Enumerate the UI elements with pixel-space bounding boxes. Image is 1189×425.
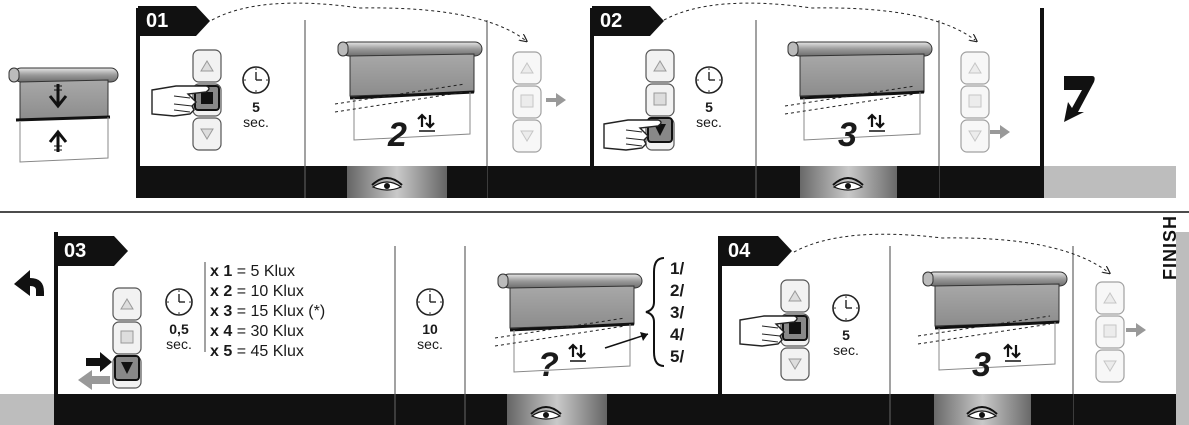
result-item: 4/ (670, 324, 684, 346)
step-03-panel (54, 232, 718, 425)
step-01-count: 2 (388, 118, 407, 152)
step-number-04: 04 (728, 241, 750, 261)
step-02-count: 3 (838, 118, 857, 152)
klux-options-list: x 1 = 5 Klux x 2 = 10 Klux x 3 = 15 Klux… (210, 262, 325, 362)
step-02-panel (590, 3, 1176, 198)
timer-value: 5 (236, 100, 276, 115)
step-number-03: 03 (64, 241, 86, 261)
timer-unit: sec. (166, 336, 192, 352)
timer-value: 5 (689, 100, 729, 115)
timer-unit: sec. (417, 336, 443, 352)
finish-label: FINISH (1160, 220, 1180, 280)
timer-unit: sec. (243, 114, 269, 130)
klux-option: x 3 = 15 Klux (*) (210, 302, 325, 322)
timer-value: 5 (826, 328, 866, 343)
klux-option: x 4 = 30 Klux (210, 322, 325, 342)
step-04-count: 3 (972, 348, 991, 382)
timer-unit: sec. (696, 114, 722, 130)
step-number-02: 02 (600, 11, 622, 31)
step-04-panel (718, 234, 1176, 425)
initial-blind-illustration (9, 68, 118, 162)
timer-value: 0,5 (159, 322, 199, 337)
timer-value: 10 (410, 322, 450, 337)
klux-option: x 5 = 45 Klux (210, 342, 325, 362)
result-list: 1/ 2/ 3/ 4/ 5/ (670, 258, 684, 368)
klux-option: x 2 = 10 Klux (210, 282, 325, 302)
result-item: 3/ (670, 302, 684, 324)
result-item: 2/ (670, 280, 684, 302)
step-number-01: 01 (146, 11, 168, 31)
step-03-count: ? (538, 348, 559, 382)
klux-option: x 1 = 5 Klux (210, 262, 325, 282)
result-item: 1/ (670, 258, 684, 280)
result-item: 5/ (670, 346, 684, 368)
bottom-start-arrow (14, 270, 48, 296)
step-01-panel (136, 3, 591, 198)
timer-unit: sec. (833, 342, 859, 358)
